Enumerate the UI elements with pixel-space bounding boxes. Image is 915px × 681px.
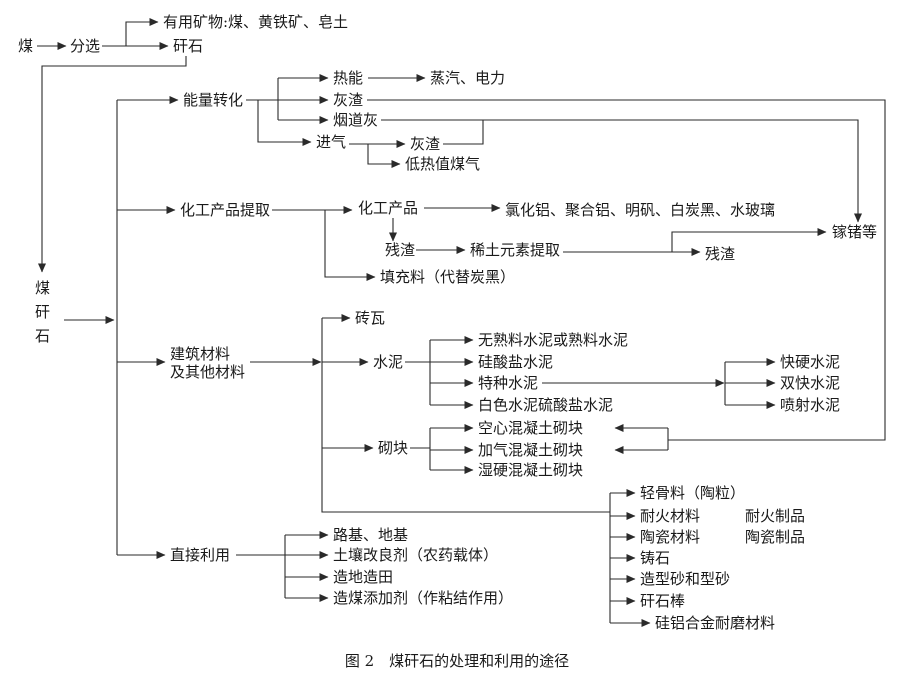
node-product-list: 氯化铝、聚合铝、明矾、白炭黑、水玻璃	[505, 201, 775, 219]
direct-branch-line	[236, 535, 286, 598]
node-coal-gangue: 煤矸石	[33, 280, 51, 352]
arrow-flue-ash-to-gallium	[381, 119, 862, 223]
arrow-gangue-to-coal-gangue	[38, 56, 187, 273]
node-residue: 残渣	[385, 241, 415, 259]
node-other-material: 铸石	[640, 549, 670, 567]
node-useful-minerals: 有用矿物:煤、黄铁矿、皂土	[163, 13, 348, 31]
node-other-material: 陶瓷材料	[640, 528, 700, 546]
node-block-type: 湿硬混凝土砌块	[478, 461, 583, 479]
node-steam-power: 蒸汽、电力	[430, 69, 505, 87]
node-rare-earth-extraction: 稀土元素提取	[470, 241, 560, 259]
node-gangue: 矸石	[173, 37, 203, 55]
arrow-to-filler	[324, 210, 376, 281]
node-refractory-product: 耐火制品	[745, 507, 805, 525]
connector-gas-ash	[443, 120, 484, 145]
nodes: 煤 分选 有用矿物:煤、黄铁矿、皂土 矸石 能量转化 热能 蒸汽、电力 灰渣 烟…	[18, 13, 877, 670]
block-branch-line	[410, 428, 431, 470]
node-ash: 灰渣	[333, 91, 363, 109]
node-other-material: 矸石棒	[640, 592, 685, 610]
arrow-to-intake	[257, 100, 312, 146]
node-special-cement-type: 快硬水泥	[780, 353, 840, 371]
node-direct-use-item: 路基、地基	[333, 526, 408, 544]
node-blocks: 砌块	[378, 439, 408, 457]
connector-ash-to-blocks	[367, 99, 886, 450]
node-chemical-extraction: 化工产品提取	[180, 201, 270, 219]
node-sorting: 分选	[70, 37, 100, 55]
node-other-material: 硅铝合金耐磨材料	[655, 614, 775, 632]
node-heat: 热能	[333, 69, 363, 87]
connectors	[37, 18, 886, 627]
node-special-cement-type: 喷射水泥	[780, 396, 840, 414]
node-cement-type: 硅酸盐水泥	[478, 353, 553, 371]
node-other-material: 造型砂和型砂	[640, 570, 730, 588]
figure-caption: 图 2 煤矸石的处理和利用的途径	[345, 652, 569, 670]
node-building-label-line2: 及其他材料	[170, 363, 245, 381]
node-direct-use-item: 造煤添加剂（作粘结作用）	[333, 589, 513, 607]
node-block-type: 空心混凝土砌块	[478, 419, 583, 437]
node-special-cement-type: 双快水泥	[780, 374, 840, 392]
arrow-to-useful-minerals	[125, 18, 159, 46]
cement-branch-line	[405, 340, 431, 405]
node-filler: 填充料（代替炭黑）	[380, 268, 515, 286]
node-gallium-germanium: 镓锗等	[832, 223, 877, 241]
node-energy-conversion: 能量转化	[183, 91, 243, 109]
node-intake: 进气	[316, 133, 346, 151]
node-bricks: 砖瓦	[355, 309, 385, 327]
node-ceramic-product: 陶瓷制品	[745, 528, 805, 546]
node-cement-type: 白色水泥硫酸盐水泥	[478, 396, 613, 414]
node-coal: 煤	[18, 37, 33, 55]
arrow-residue-to-gallium	[671, 228, 827, 252]
node-block-type: 加气混凝土砌块	[478, 441, 583, 459]
energy-branch-line	[246, 78, 279, 120]
node-building-label-line1: 建筑材料	[170, 345, 230, 363]
node-direct-use-item: 土壤改良剂（农药载体）	[333, 546, 498, 564]
node-residue-2: 残渣	[705, 245, 735, 263]
node-other-material: 耐火材料	[640, 507, 700, 525]
node-cement-type: 特种水泥	[478, 374, 538, 392]
node-flue-ash: 烟道灰	[333, 111, 378, 129]
node-low-heat-gas: 低热值煤气	[405, 155, 480, 173]
node-direct-use-item: 造地造田	[333, 568, 393, 586]
node-other-material: 轻骨料（陶粒）	[640, 484, 745, 502]
node-cement: 水泥	[373, 353, 403, 371]
node-gas-ash: 灰渣	[410, 135, 440, 153]
node-cement-type: 无熟料水泥或熟料水泥	[478, 331, 628, 349]
node-direct-use: 直接利用	[170, 546, 230, 564]
node-chemical-products: 化工产品	[358, 199, 418, 217]
arrow-to-low-heat-gas	[367, 144, 401, 168]
